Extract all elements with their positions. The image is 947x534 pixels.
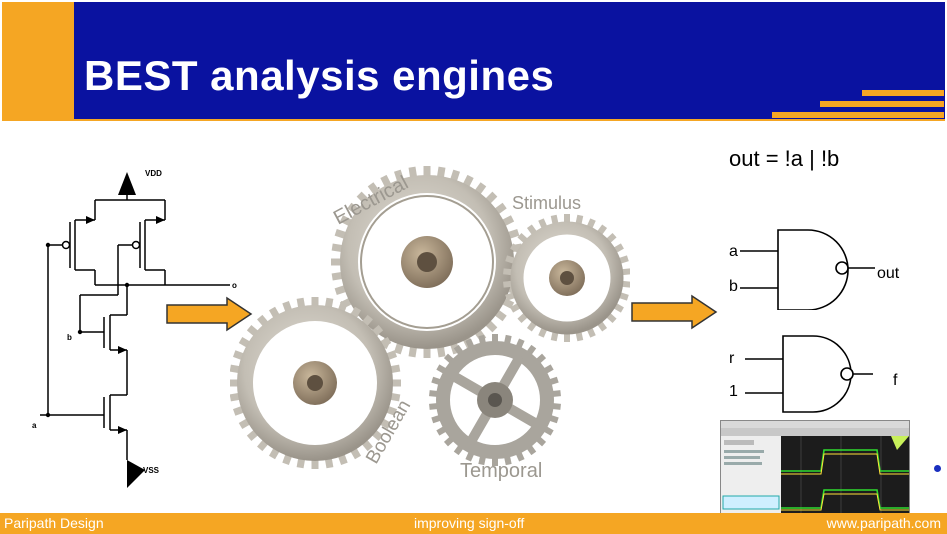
nand-gate-1-icon — [740, 229, 875, 310]
footer-tagline: improving sign-off — [414, 515, 525, 531]
gate2-input-1: 1 — [729, 383, 738, 400]
boolean-formula: out = !a | !b — [729, 146, 840, 171]
cmos-schematic: VDD VSS a b o — [32, 169, 237, 488]
gears-illustration: Electrical Stimulus Boolean Temporal — [230, 166, 630, 482]
nand-gate-2-icon — [745, 335, 873, 413]
waveform-viewer-thumbnail — [720, 420, 910, 514]
footer-website: www.paripath.com — [826, 515, 941, 531]
waveform-menubar — [721, 421, 909, 428]
gate2-input-r: r — [729, 350, 735, 367]
header-bar — [74, 2, 945, 120]
right-arrow-icon — [166, 296, 253, 332]
gate1-input-a: a — [729, 243, 738, 260]
header-stripe-2 — [820, 101, 944, 107]
gear-label-stimulus: Stimulus — [512, 193, 581, 213]
gear-temporal-icon — [429, 334, 561, 466]
gear-label-temporal: Temporal — [460, 460, 542, 482]
header-divider — [2, 119, 945, 121]
footer-company: Paripath Design — [4, 515, 104, 531]
header-stripe-3 — [772, 112, 944, 118]
waveform-signal-list — [721, 436, 781, 513]
vdd-label: VDD — [145, 169, 162, 178]
gear-stimulus-icon — [503, 214, 630, 342]
gear-boolean-icon — [230, 297, 401, 469]
waveform-toolbar — [721, 428, 909, 436]
right-arrow-icon-2 — [631, 294, 718, 330]
input-b-label: b — [67, 333, 72, 342]
input-a-label: a — [32, 421, 37, 430]
footer-bar: Paripath Design improving sign-off www.p… — [0, 513, 947, 534]
gate2-output: f — [893, 372, 898, 389]
output-label: o — [232, 281, 237, 290]
header-stripe-1 — [862, 90, 944, 96]
vss-label: VSS — [143, 466, 160, 475]
gate1-output: out — [877, 265, 900, 282]
bullet-dot — [934, 465, 941, 472]
gate1-input-b: b — [729, 278, 738, 295]
slide-title: BEST analysis engines — [84, 52, 555, 99]
waveform-plot — [781, 436, 909, 513]
header-accent-block — [2, 2, 74, 120]
